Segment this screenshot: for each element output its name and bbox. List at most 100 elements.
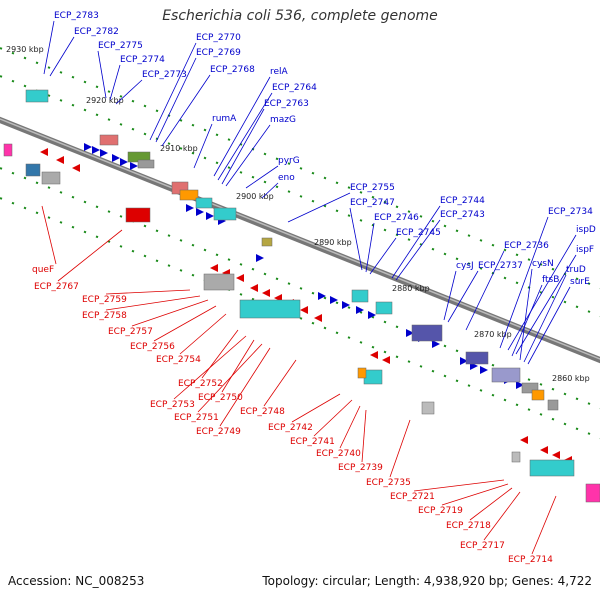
tick-dot xyxy=(359,341,363,344)
tick-dot xyxy=(299,167,303,170)
tick-dot xyxy=(95,205,99,209)
tick-dot xyxy=(587,310,591,313)
kbp-tick-label: 2900 kbp xyxy=(236,192,274,201)
top-gene-label: ECP_2737 xyxy=(478,261,523,271)
top-label-leader xyxy=(49,36,75,77)
tick-dot xyxy=(179,269,183,272)
tick-dot xyxy=(11,79,15,83)
tick-dot xyxy=(587,432,591,435)
top-label-leader xyxy=(507,234,577,351)
reverse-gene-arrow xyxy=(262,289,270,297)
reverse-gene-arrow xyxy=(540,446,548,454)
gene-block xyxy=(357,367,367,379)
bottom-label-leader xyxy=(131,299,209,327)
top-gene-label: ECP_2773 xyxy=(142,70,187,80)
tick-dot xyxy=(395,233,399,237)
top-label-leader xyxy=(499,216,549,349)
tick-dot xyxy=(515,403,519,407)
tick-dot xyxy=(59,221,63,224)
tick-dot xyxy=(119,95,123,98)
tick-dot xyxy=(107,90,111,93)
top-label-leader xyxy=(527,286,571,365)
gene-block xyxy=(491,367,521,383)
top-label-leader xyxy=(447,270,479,323)
tick-dot xyxy=(131,127,135,131)
gene-block xyxy=(195,197,213,209)
top-gene-label: ECP_2745 xyxy=(396,228,441,238)
tick-dot xyxy=(323,176,327,180)
tick-dot xyxy=(11,201,15,205)
tick-dot xyxy=(35,61,39,65)
forward-gene-arrow xyxy=(100,149,108,157)
top-label-leader xyxy=(115,79,143,105)
tick-dot xyxy=(335,331,339,335)
reverse-gene-arrow xyxy=(250,284,258,292)
tick-dot xyxy=(539,263,543,266)
tick-dot xyxy=(443,252,447,256)
bottom-gene-label: ECP_2718 xyxy=(446,521,491,531)
tick-dot xyxy=(311,321,315,325)
tick-dot xyxy=(455,349,459,353)
tick-dot xyxy=(491,393,495,397)
bottom-label-leader xyxy=(179,313,227,355)
top-label-leader xyxy=(519,268,533,361)
tick-dot xyxy=(71,195,75,199)
map-title: Escherichia coli 536, complete genome xyxy=(162,8,438,24)
forward-gene-arrow xyxy=(206,212,214,220)
bottom-label-leader xyxy=(339,405,361,449)
gene-block xyxy=(125,207,151,223)
tick-dot xyxy=(479,389,483,392)
tick-dot xyxy=(287,190,291,193)
gene-block xyxy=(529,459,575,477)
gene-block xyxy=(465,351,489,365)
tick-dot xyxy=(563,422,567,426)
forward-gene-arrow xyxy=(342,301,350,309)
tick-dot xyxy=(155,109,159,113)
tick-dot xyxy=(215,161,219,165)
top-gene-label: ECP_2755 xyxy=(350,183,395,193)
forward-gene-arrow xyxy=(460,357,468,365)
forward-gene-arrow xyxy=(432,340,440,348)
tick-dot xyxy=(143,224,147,228)
gene-block xyxy=(99,134,119,146)
tick-dot xyxy=(455,229,459,233)
bottom-gene-label: ECP_2742 xyxy=(268,423,313,433)
tick-dot xyxy=(455,257,459,261)
top-label-leader xyxy=(97,50,107,99)
bottom-gene-label: ECP_2721 xyxy=(390,492,435,502)
tick-dot xyxy=(143,104,147,108)
kbp-tick-label: 2880 kbp xyxy=(392,284,430,293)
tick-dot xyxy=(335,181,339,185)
reverse-gene-arrow xyxy=(56,156,64,164)
tick-dot xyxy=(539,383,543,386)
gene-block xyxy=(363,369,383,385)
tick-dot xyxy=(431,219,435,223)
tick-dot xyxy=(503,276,507,280)
tick-dot xyxy=(143,254,147,258)
bottom-label-leader xyxy=(441,483,509,506)
tick-dot xyxy=(491,243,495,247)
top-gene-label: ECP_2734 xyxy=(548,207,593,217)
tick-dot xyxy=(191,151,195,155)
top-gene-label: ECP_2743 xyxy=(440,210,485,220)
tick-dot xyxy=(503,248,507,252)
tick-dot xyxy=(239,171,243,174)
tick-dot xyxy=(203,156,207,160)
reverse-gene-arrow xyxy=(552,451,560,459)
bottom-label-leader xyxy=(413,479,505,492)
gene-block xyxy=(411,324,443,342)
tick-dot xyxy=(479,267,483,270)
tick-dot xyxy=(227,258,231,261)
reverse-gene-arrow xyxy=(314,314,322,322)
tick-dot xyxy=(347,336,351,339)
kbp-tick-label: 2890 kbp xyxy=(314,238,352,247)
tick-dot xyxy=(167,264,171,267)
tick-dot xyxy=(239,293,243,296)
tick-dot xyxy=(323,204,327,208)
bottom-label-leader xyxy=(41,205,57,265)
bottom-gene-label: ECP_2740 xyxy=(316,449,361,459)
reverse-gene-arrow xyxy=(370,351,378,359)
tick-dot xyxy=(467,384,471,387)
bottom-gene-label: ECP_2749 xyxy=(196,427,241,437)
tick-dot xyxy=(239,263,243,266)
